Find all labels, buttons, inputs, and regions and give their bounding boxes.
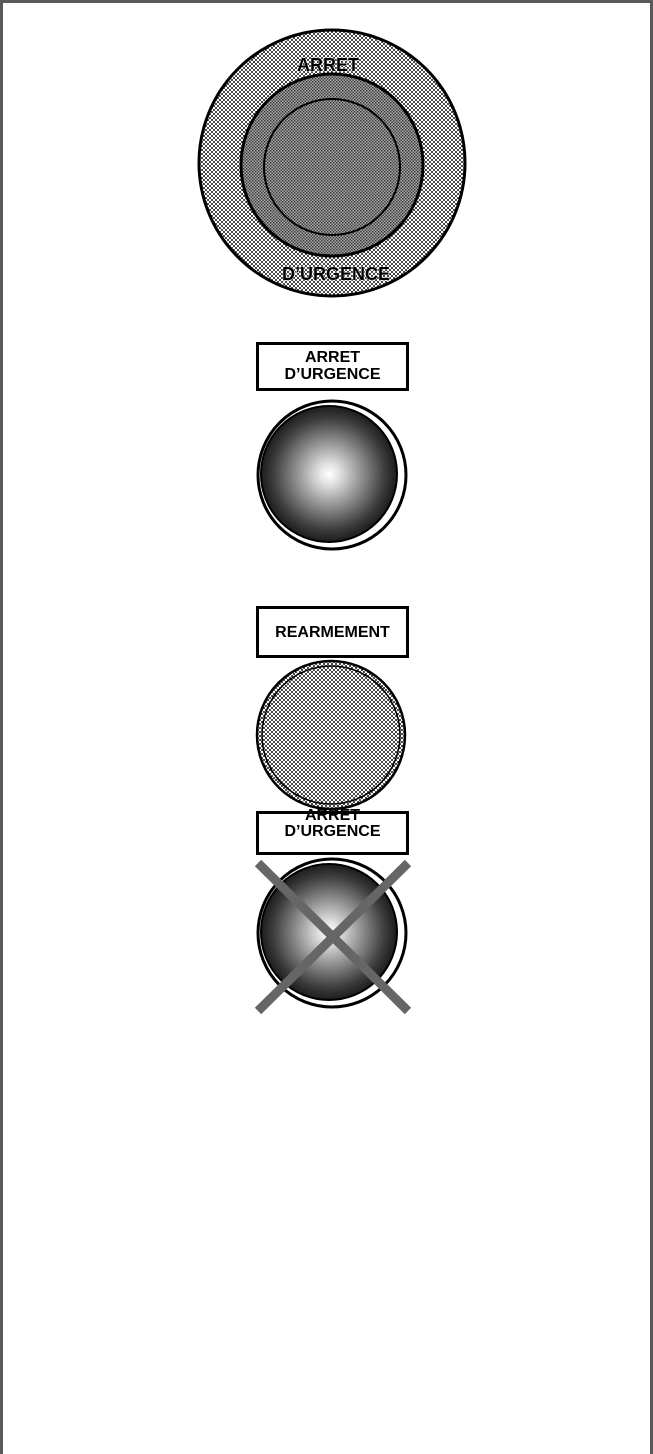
panel-4-label-line-1: ARRET [259, 808, 406, 824]
reset-inner-face [262, 666, 400, 804]
panel-2-emergency-stop-button [258, 401, 406, 549]
panel-1-top-label: ARRET [297, 55, 359, 75]
panel-1-bottom-label: D’URGENCE [282, 264, 390, 284]
panel-3-reset-button [257, 661, 405, 809]
panel-4-label-line-2: D’URGENCE [259, 824, 406, 840]
panel-4-disabled-emergency-stop [258, 859, 408, 1011]
panel-3-label: REARMEMENT [259, 624, 406, 641]
panel-2-label-line-1: ARRET [259, 349, 406, 366]
diagram-canvas: ARRET D’URGENCE [3, 3, 653, 1454]
button-glow-face [261, 406, 397, 542]
panel-3-label-plate: REARMEMENT [256, 606, 409, 658]
center-button-face [264, 99, 400, 235]
panel-2-label-plate: ARRET D’URGENCE [256, 342, 409, 391]
panel-1-emergency-stop-diagram: ARRET D’URGENCE [199, 30, 465, 296]
panel-2-label-line-2: D’URGENCE [259, 366, 406, 383]
panel-4-label-plate: ARRET D’URGENCE [256, 811, 409, 855]
